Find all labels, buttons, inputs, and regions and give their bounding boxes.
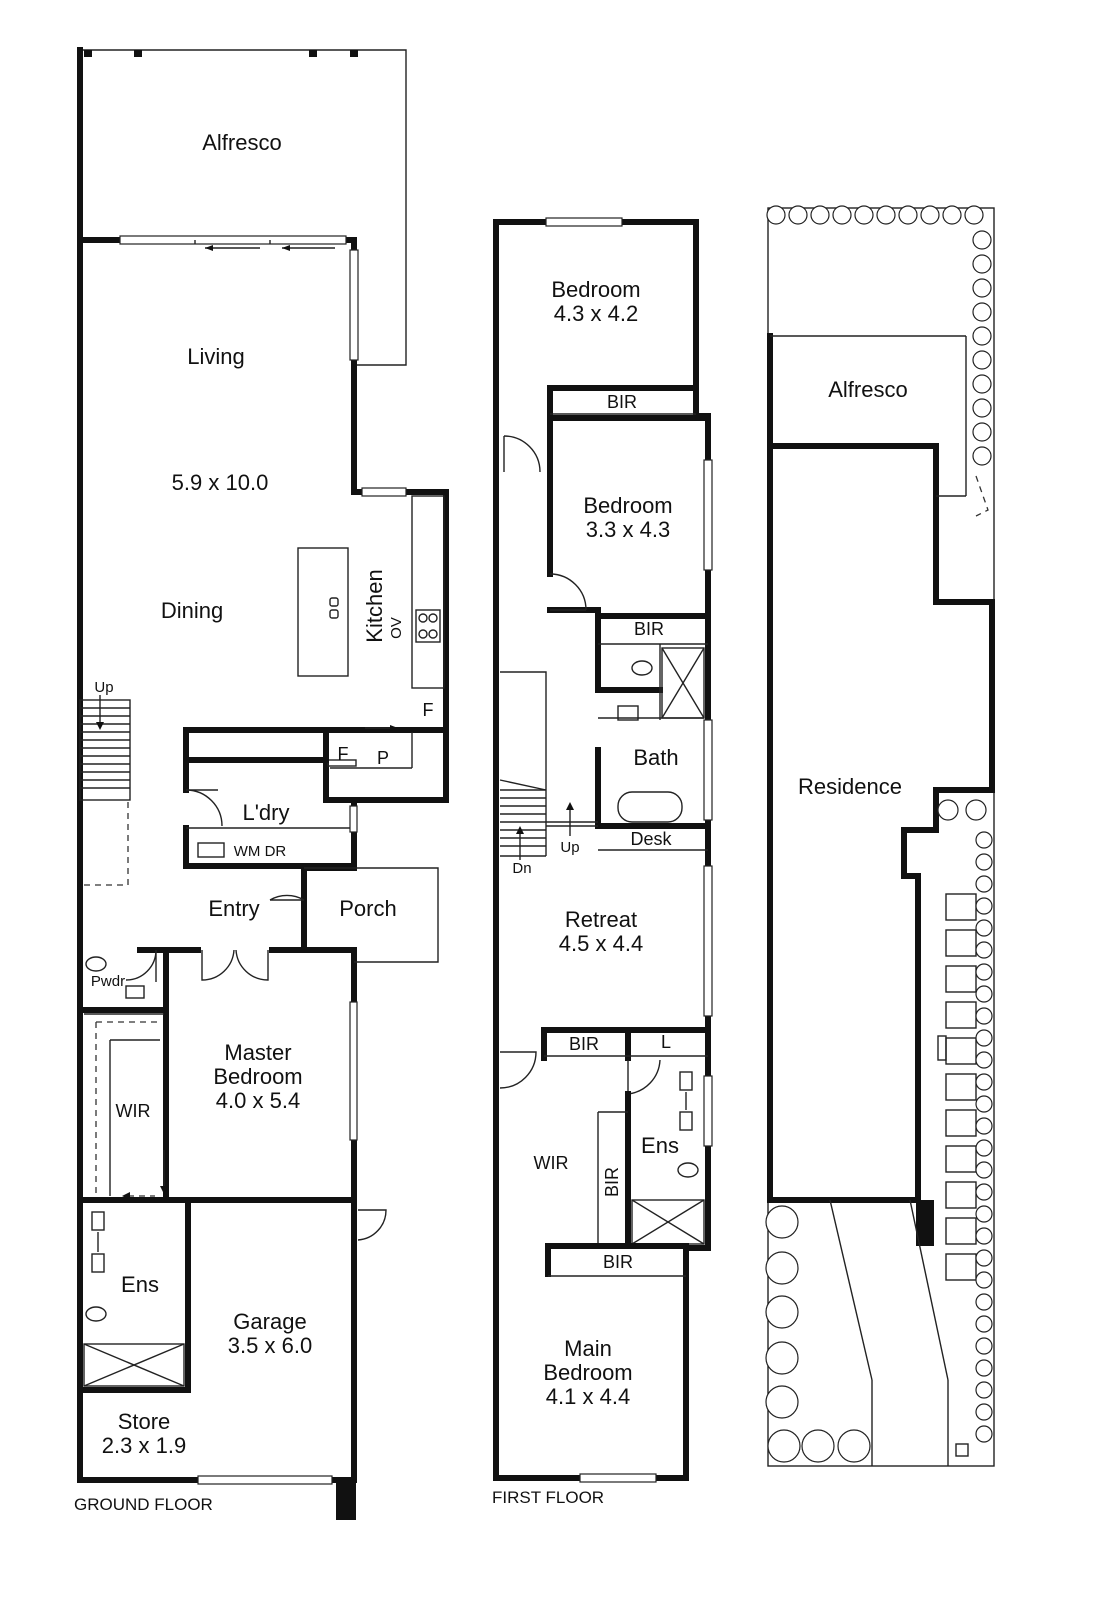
- kitchen-bench: [411, 495, 445, 689]
- label-bir-3: BIR: [569, 1034, 599, 1054]
- label-bedroom-2-size: 3.3 x 4.3: [586, 517, 670, 542]
- label-dining: Dining: [161, 598, 223, 623]
- label-residence: Residence: [798, 774, 902, 799]
- porch-outline: [304, 867, 439, 963]
- label-fridge: F: [423, 700, 434, 720]
- label-porch: Porch: [339, 896, 396, 921]
- label-stairs-up: Up: [94, 679, 113, 696]
- caption-first-floor: FIRST FLOOR: [492, 1488, 604, 1507]
- label-oven: OV: [388, 617, 405, 639]
- post: [350, 50, 358, 57]
- label-ensuite: Ens: [641, 1133, 679, 1158]
- label-garage-size: 3.5 x 6.0: [228, 1333, 312, 1358]
- label-store-size: 2.3 x 1.9: [102, 1433, 186, 1458]
- sliding-door: [119, 235, 347, 245]
- first-floor-plan: [493, 217, 713, 1483]
- outer-wall-north-east: [77, 237, 449, 803]
- label-main-1: Main: [564, 1336, 612, 1361]
- label-bedroom-2: Bedroom: [583, 493, 672, 518]
- label-wm-dr: WM DR: [234, 843, 287, 860]
- stairs: [79, 695, 131, 801]
- label-bir-1: BIR: [607, 392, 637, 412]
- label-desk: Desk: [630, 829, 672, 849]
- label-site-alfresco: Alfresco: [828, 377, 907, 402]
- label-bir-2: BIR: [634, 619, 664, 639]
- label-entry: Entry: [208, 896, 259, 921]
- cooktop-icon: [415, 609, 441, 643]
- kitchen-island: [297, 547, 349, 677]
- label-wir: WIR: [116, 1101, 151, 1121]
- label-wir: WIR: [534, 1153, 569, 1173]
- label-master-1: Master: [224, 1040, 291, 1065]
- label-pantry: P: [377, 748, 389, 768]
- wall-pier: [336, 1478, 356, 1520]
- label-master-size: 4.0 x 5.4: [216, 1088, 300, 1113]
- label-living: Living: [187, 344, 244, 369]
- label-powder: Pwdr: [91, 973, 125, 990]
- caption-ground-floor: GROUND FLOOR: [74, 1495, 213, 1514]
- label-bir-4: BIR: [602, 1167, 622, 1197]
- label-bedroom-1: Bedroom: [551, 277, 640, 302]
- label-main-2: Bedroom: [543, 1360, 632, 1385]
- label-living-size: 5.9 x 10.0: [172, 470, 269, 495]
- stair-void: [84, 800, 129, 886]
- label-bir-5: BIR: [603, 1252, 633, 1272]
- label-kitchen: Kitchen: [362, 569, 387, 642]
- post: [84, 50, 92, 57]
- site-plan: [765, 205, 995, 1467]
- label-bedroom-1-size: 4.3 x 4.2: [554, 301, 638, 326]
- window: [361, 487, 407, 497]
- hedge-trees: [765, 205, 993, 1463]
- ground-floor-plan: [77, 47, 449, 1520]
- label-alfresco: Alfresco: [202, 130, 281, 155]
- label-garage: Garage: [233, 1309, 306, 1334]
- label-linen: L: [661, 1032, 671, 1052]
- outer-wall-west: [77, 47, 351, 1483]
- label-retreat-size: 4.5 x 4.4: [559, 931, 643, 956]
- label-retreat: Retreat: [565, 907, 637, 932]
- bathtub-icon: [617, 791, 683, 823]
- alfresco-outline: [80, 49, 407, 366]
- label-master-2: Bedroom: [213, 1064, 302, 1089]
- label-main-size: 4.1 x 4.4: [546, 1384, 630, 1409]
- label-laundry: L'dry: [243, 800, 290, 825]
- label-store: Store: [118, 1409, 171, 1434]
- post: [309, 50, 317, 57]
- post: [134, 50, 142, 57]
- label-bath: Bath: [633, 745, 678, 770]
- label-pantry-fridge: F: [338, 744, 349, 764]
- shower: [83, 1343, 185, 1387]
- label-ensuite: Ens: [121, 1272, 159, 1297]
- toilet-icon: [85, 956, 107, 972]
- stairs: [499, 779, 598, 860]
- fence-panels: [945, 893, 977, 1281]
- window: [349, 249, 359, 361]
- label-stairs-up: Up: [560, 839, 579, 856]
- label-stairs-down: Dn: [512, 860, 531, 877]
